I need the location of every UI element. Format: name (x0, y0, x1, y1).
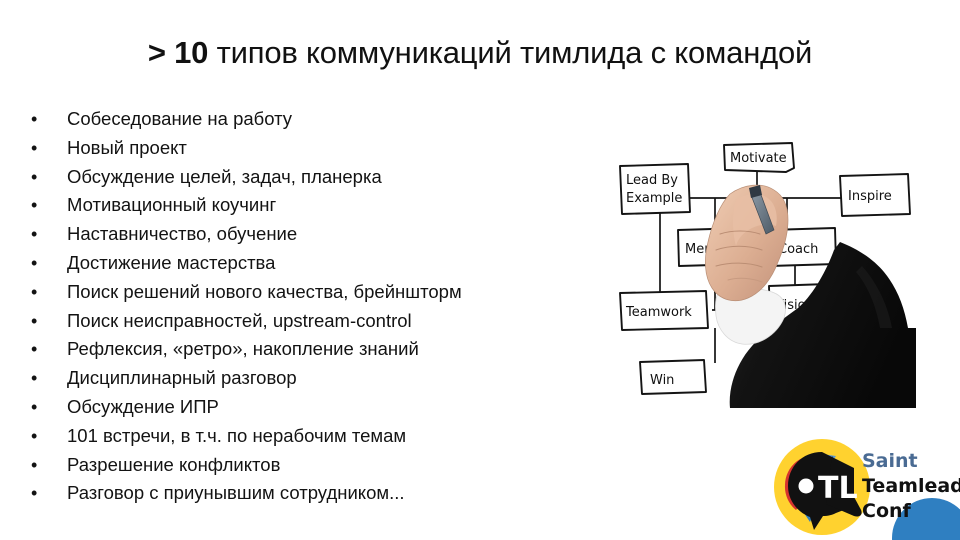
list-item-label: Собеседование на работу (67, 108, 293, 129)
svg-text:Inspire: Inspire (848, 189, 892, 204)
list-item: • Рефлексия, «ретро», накопление знаний (26, 335, 586, 364)
list-item: • Мотивационный коучинг (26, 191, 586, 220)
diagram-box-win: Win (639, 359, 707, 395)
bullet-dot-icon: • (31, 425, 38, 446)
list-item-label: Рефлексия, «ретро», накопление знаний (67, 338, 419, 360)
list-item-label: Разговор с приунывшим сотрудником... (67, 482, 405, 504)
diagram-box-lead-by-example: Lead By Example (619, 163, 691, 215)
list-item-label: Дисциплинарный разговор (67, 367, 297, 389)
shirt-cuff (715, 288, 786, 345)
bullet-dot-icon: • (31, 483, 38, 504)
bullet-dot-icon: • (31, 224, 38, 245)
list-item: • Достижение мастерства (26, 249, 586, 278)
svg-text:Teamwork: Teamwork (625, 305, 692, 320)
logo-line1: Saint (862, 450, 918, 472)
bullet-dot-icon: • (31, 396, 38, 417)
bullet-dot-icon: • (31, 368, 38, 389)
logo-white-dot (798, 478, 814, 494)
list-item: • 101 встречи, в т.ч. по нерабочим темам (26, 422, 586, 451)
bullet-dot-icon: • (31, 109, 38, 129)
suit-body (729, 242, 916, 408)
bullet-dot-icon: • (31, 137, 38, 158)
bullet-list: • Собеседование на работу • Новый проект… (26, 105, 586, 508)
list-item-label: Наставничество, обучение (67, 223, 298, 245)
list-item-label: Поиск решений нового качества, брейнштор… (67, 280, 462, 302)
list-item: • Поиск неисправностей, upstream-control (26, 307, 586, 336)
diagram-box-motivate: Motivate (723, 142, 795, 173)
list-item-label: Поиск неисправностей, upstream-control (67, 309, 412, 331)
list-item-label: Мотивационный коучинг (67, 194, 277, 216)
page-title: > 10 типов коммуникаций тимлида с команд… (0, 34, 960, 72)
bullet-dot-icon: • (31, 166, 38, 187)
list-item: • Разговор с приунывшим сотрудником... (26, 479, 586, 508)
logo-blue-shape (892, 498, 960, 540)
list-item: • Поиск решений нового качества, брейншт… (26, 278, 586, 307)
saint-teamlead-conf-logo: TL Saint Teamlead Conf (766, 434, 960, 540)
list-item-label: 101 встречи, в т.ч. по нерабочим темам (67, 424, 407, 446)
list-item: • Собеседование на работу (26, 105, 586, 134)
page-title-rest: типов коммуникаций тимлида с командой (208, 35, 813, 70)
logo-mark-text: TL (818, 471, 858, 506)
logo-line3: Conf (862, 500, 912, 522)
svg-text:Motivate: Motivate (730, 151, 787, 166)
list-item-label: Достижение мастерства (67, 251, 276, 273)
list-item: • Дисциплинарный разговор (26, 364, 586, 393)
diagram-box-teamwork: Teamwork (619, 290, 709, 331)
bullet-dot-icon: • (31, 310, 38, 331)
bullet-dot-icon: • (31, 195, 38, 216)
leadership-diagram-photo: .bx { fill:#ffffff; stroke:#141414; stro… (612, 138, 916, 408)
logo-black-mark-wing (826, 456, 862, 517)
bullet-dot-icon: • (31, 454, 38, 475)
list-item: • Разрешение конфликтов (26, 451, 586, 480)
marker-pen (749, 185, 775, 235)
list-item: • Новый проект (26, 134, 586, 163)
svg-text:Win: Win (650, 373, 674, 388)
svg-text:Coach: Coach (778, 242, 818, 257)
bullet-dot-icon: • (31, 252, 38, 273)
bullet-dot-icon: • (31, 339, 38, 360)
list-item-label: Разрешение конфликтов (67, 453, 281, 475)
list-item: • Наставничество, обучение (26, 220, 586, 249)
diagram-box-inspire: Inspire (839, 173, 911, 217)
list-item: • Обсуждение целей, задач, планерка (26, 163, 586, 192)
logo-line2: Teamlead (862, 475, 960, 497)
page-title-emphasis: > 10 (147, 35, 209, 70)
list-item-label: Обсуждение ИПР (67, 395, 219, 417)
svg-text:Example: Example (626, 191, 682, 206)
svg-text:Lead By: Lead By (626, 173, 678, 188)
list-item-label: Новый проект (67, 136, 187, 158)
list-item: • Обсуждение ИПР (26, 393, 586, 422)
bullet-dot-icon: • (31, 281, 38, 302)
list-item-label: Обсуждение целей, задач, планерка (67, 165, 382, 187)
